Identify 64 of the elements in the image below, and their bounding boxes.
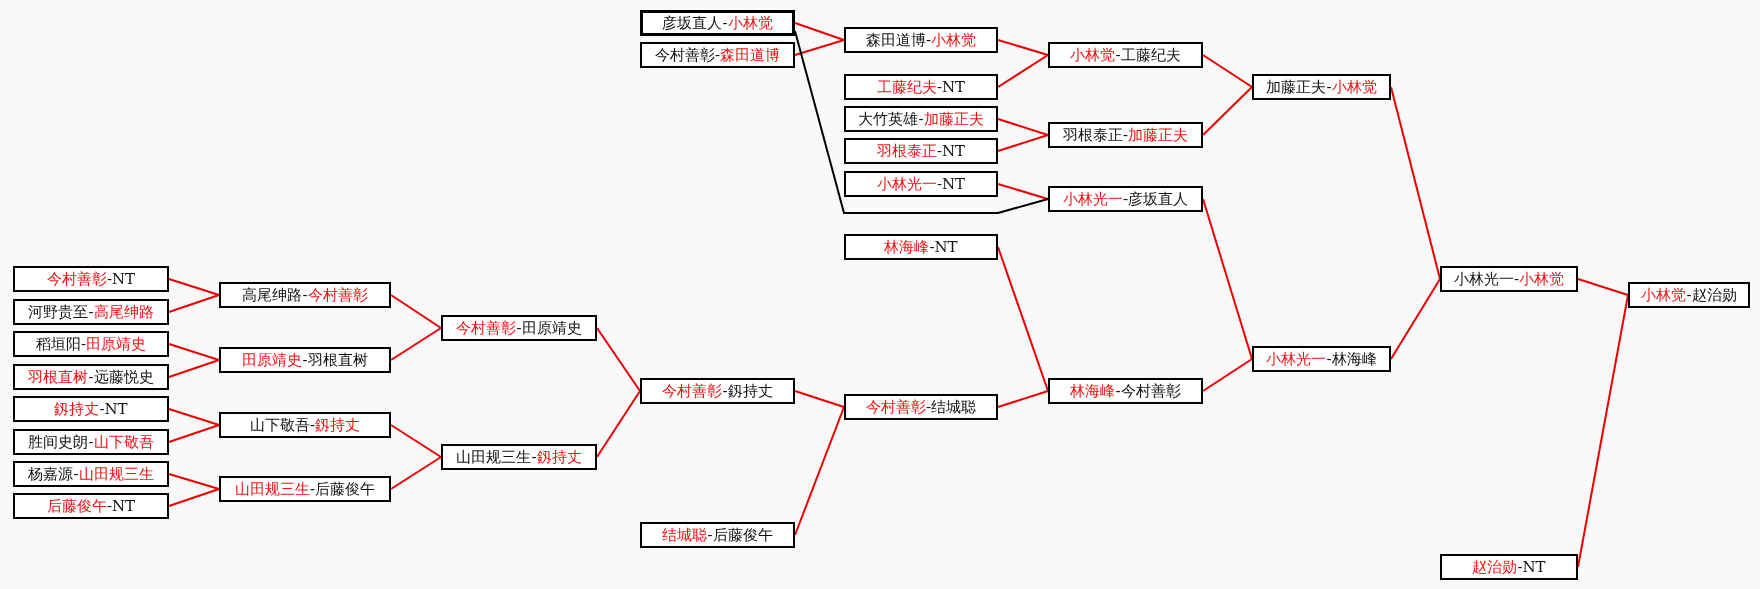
match-box: 杨嘉源-山田规三生 [13,461,169,487]
connector-line [997,118,1049,136]
match-box: 小林觉-工藤纪夫 [1048,42,1203,68]
match-box: 加藤正夫-小林觉 [1252,74,1391,100]
match-box: 山下敬吾-釼持丈 [219,412,391,438]
connector-line [168,294,220,313]
connector-line [997,390,1049,408]
connector-line [596,390,641,458]
connector-line [794,390,845,408]
connector-line [168,488,220,507]
connector-line [997,54,1049,88]
match-box: 胜间史朗-山下敬吾 [13,429,169,455]
match-box: 山田规三生-后藤俊午 [219,476,391,502]
match-box: 今村善彰-结城聪 [844,394,998,420]
connector-line [794,22,845,41]
connector-line [168,278,220,296]
connector-line [794,30,1049,214]
match-box: 羽根直树-远藤悦史 [13,364,169,390]
match-box: 林海峰-今村善彰 [1048,378,1203,404]
connector-line [390,456,442,490]
match-box: 田原靖史-羽根直树 [219,347,391,373]
match-box: 山田规三生-釼持丈 [441,444,597,470]
connector-line [596,327,641,392]
connector-line [390,424,442,458]
connector-line [997,134,1049,152]
connector-line [997,183,1049,200]
match-box: 河野贵至-高尾绅路 [13,299,169,325]
match-box: 小林光一-彦坂直人 [1048,186,1203,212]
match-box: 大竹英雄-加藤正夫 [844,106,998,132]
match-box: 釼持丈-NT [13,396,169,422]
match-box: 小林光一-NT [844,171,998,197]
match-box: 工藤纪夫-NT [844,74,998,100]
connector-line [997,39,1049,56]
match-box: 今村善彰-森田道博 [640,42,795,68]
match-box: 稻垣阳-田原靖史 [13,331,169,357]
match-box: 小林光一-林海峰 [1252,346,1391,372]
match-box: 羽根泰正-加藤正夫 [1048,122,1203,148]
connector-line [390,294,442,329]
match-box: 森田道博-小林觉 [844,27,998,53]
match-box: 小林光一-小林觉 [1440,266,1578,292]
connector-line [168,408,220,426]
connector-line [794,39,845,56]
connector-line [1202,86,1253,136]
connector-line [390,327,442,361]
connector-line [168,424,220,443]
match-box: 结城聪-后藤俊午 [640,522,795,548]
connector-line [1202,54,1253,88]
match-box: 羽根泰正-NT [844,138,998,164]
match-box: 今村善彰-田原靖史 [441,315,597,341]
connector-line [168,359,220,378]
match-box: 今村善彰-NT [13,266,169,292]
connector-line [1390,278,1441,360]
connector-line [794,406,845,536]
match-box: 赵治勋-NT [1440,554,1578,580]
connector-line [168,343,220,361]
match-box: 后藤俊午-NT [13,493,169,519]
match-box: 林海峰-NT [844,234,998,260]
connector-line [168,473,220,490]
match-box: 小林觉-赵治勋 [1628,282,1750,308]
match-box: 高尾绅路-今村善彰 [219,282,391,308]
connector-line [1202,358,1253,392]
match-box: 今村善彰-釼持丈 [640,378,795,404]
match-box: 彦坂直人-小林觉 [640,10,795,36]
connector-line [1577,278,1629,296]
